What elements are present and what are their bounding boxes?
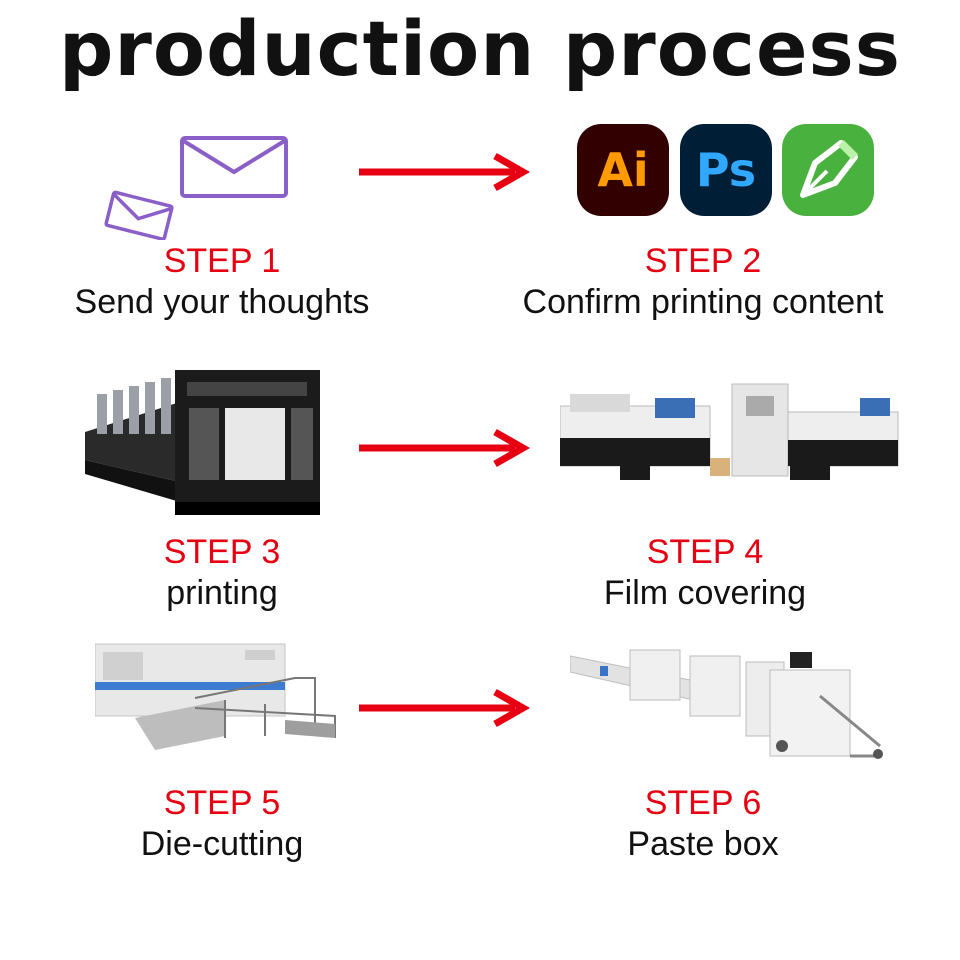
step-2-label: STEP 2 xyxy=(644,242,762,280)
arrow-icon xyxy=(359,152,531,192)
photoshop-logo-icon: Ps xyxy=(680,124,772,216)
step-3-label: STEP 3 xyxy=(163,533,281,571)
printing-press-icon xyxy=(85,370,320,515)
die-cutting-machine-icon xyxy=(95,643,336,750)
illustrator-logo-icon: Ai xyxy=(577,124,669,216)
step-6-description: Paste box xyxy=(627,825,779,863)
page-title: production process xyxy=(59,4,901,93)
laminating-machine-icon xyxy=(560,383,899,480)
step-4-label: STEP 4 xyxy=(646,533,764,571)
folder-gluer-machine-icon xyxy=(570,649,883,759)
step-5-description: Die-cutting xyxy=(140,825,304,863)
step-1-label: STEP 1 xyxy=(163,242,281,280)
arrow-icon xyxy=(359,428,531,468)
coreldraw-logo-icon xyxy=(782,124,874,216)
step-6-label: STEP 6 xyxy=(644,784,762,822)
step-3-description: printing xyxy=(166,574,278,612)
step-5-label: STEP 5 xyxy=(163,784,281,822)
envelope-icon xyxy=(104,136,288,240)
pen-nib-icon xyxy=(800,140,858,198)
step-4-description: Film covering xyxy=(603,574,807,612)
step-1-description: Send your thoughts xyxy=(74,283,370,321)
step-2-description: Confirm printing content xyxy=(522,283,884,321)
arrow-icon xyxy=(359,688,531,728)
